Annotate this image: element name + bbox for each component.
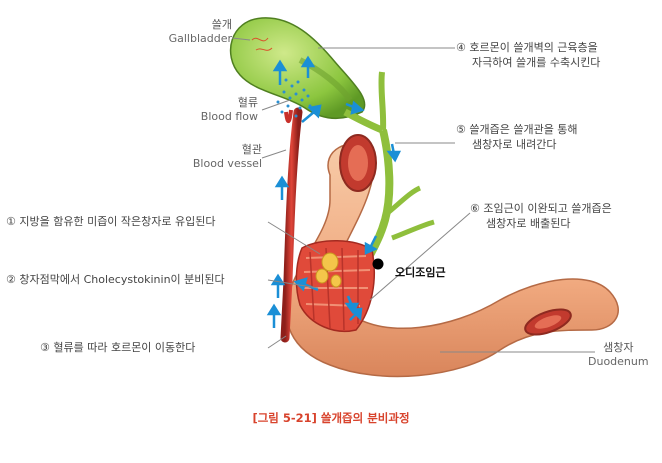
sphincter-marker xyxy=(372,258,384,270)
sphincter-label: 오디조임근 xyxy=(395,266,446,279)
hormone-dots xyxy=(276,78,312,118)
step-5-line-1: ⑤ 쓸개즙은 쓸개관을 통해 xyxy=(456,123,578,136)
flow-arrows xyxy=(266,55,402,328)
step-4-line-1: ④ 호르몬이 쓸개벽의 근육층을 xyxy=(456,41,598,54)
figure-caption: [그림 5-21] 쓸개즙의 분비과정 xyxy=(252,411,410,425)
leader-lines xyxy=(231,37,595,353)
gallbladder-label-ko: 쓸개 xyxy=(211,18,232,31)
step-5-line-2: 샘창자로 내려간다 xyxy=(472,138,557,151)
blood-vessel-label-en: Blood vessel xyxy=(192,157,262,170)
duodenum-label-ko: 샘창자 xyxy=(603,341,634,354)
blood-flow-label: 혈류 Blood flow xyxy=(201,96,258,124)
duodenum-label-en: Duodenum xyxy=(588,355,649,368)
step-4-line-2: 자극하여 쓸개를 수축시킨다 xyxy=(472,56,601,69)
step-3-text: ③ 혈류를 따라 호르몬이 이동한다 xyxy=(40,341,196,354)
step-1-text: ① 지방을 함유한 미즙이 작은창자로 유입된다 xyxy=(6,215,216,228)
blood-vessel-label-ko: 혈관 xyxy=(241,143,262,156)
step-2-text: ② 창자점막에서 Cholecystokinin이 분비된다 xyxy=(6,273,225,286)
blood-flow-label-ko: 혈류 xyxy=(237,96,258,109)
step-6-line-2: 샘창자로 배출된다 xyxy=(486,217,571,230)
step-6-line-1: ⑥ 조임근이 이완되고 쓸개즙은 xyxy=(470,202,612,215)
chyme-droplets xyxy=(315,252,342,288)
blood-vessel xyxy=(280,107,303,343)
duodenum-label: 샘창자 Duodenum xyxy=(588,341,649,369)
blood-flow-label-en: Blood flow xyxy=(200,110,258,123)
gallbladder-label-en: Gallbladder xyxy=(168,32,232,45)
blood-vessel-label: 혈관 Blood vessel xyxy=(193,143,262,171)
gallbladder-label: 쓸개 Gallbladder xyxy=(169,18,232,46)
